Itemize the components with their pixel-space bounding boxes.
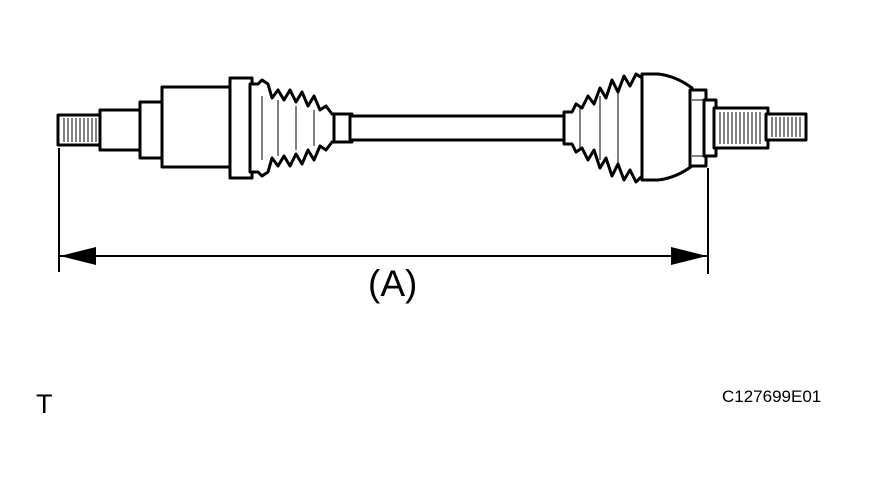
dimension-label: (A) <box>368 263 418 304</box>
right-arrowhead <box>671 247 707 265</box>
right-spline-stub <box>712 106 808 150</box>
left-arrowhead <box>60 247 96 265</box>
inboard-boot <box>248 78 338 178</box>
left-spline-stub <box>56 108 144 152</box>
figure-code: C127699E01 <box>722 387 822 406</box>
dimension-lines <box>58 148 709 274</box>
outboard-boot <box>562 72 646 184</box>
outboard-joint-housing <box>640 72 718 182</box>
corner-letter: T <box>36 389 53 419</box>
center-shaft <box>332 112 568 144</box>
inboard-joint-housing <box>138 76 254 180</box>
